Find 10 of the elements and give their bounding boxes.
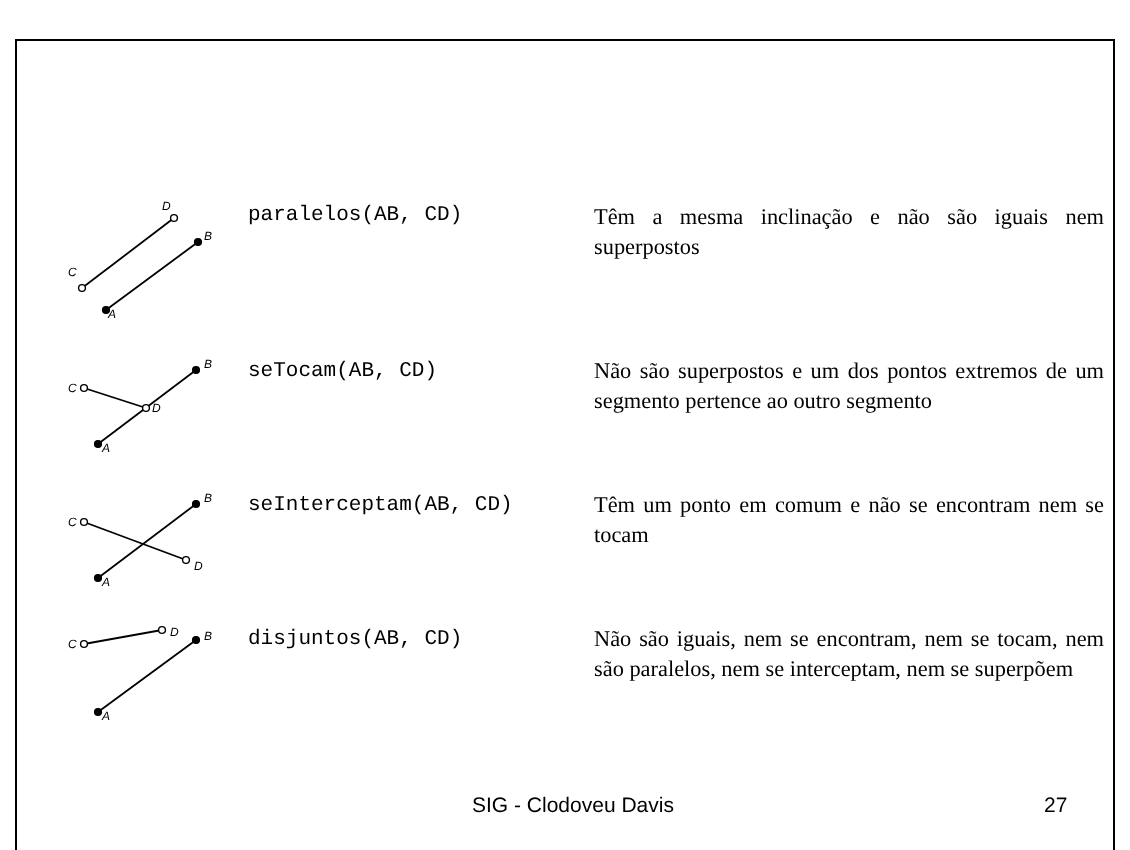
description-text: Não são iguais, nem se encontram, nem se tocam, nem são paralelos, nem se interceptam, nem se superpõem bbox=[594, 626, 1104, 684]
function-name: disjuntos(AB, CD) bbox=[248, 628, 463, 652]
description-text: Não são superpostos e um dos pontos extremos de um segmento pertence ao outro segmento bbox=[594, 358, 1104, 416]
description-text: Têm a mesma inclinação e não são iguais nem superpostos bbox=[594, 204, 1104, 262]
footer-text: SIG - Clodoveu Davis bbox=[472, 794, 674, 818]
function-name: paralelos(AB, CD) bbox=[248, 204, 463, 228]
page-number: 27 bbox=[1044, 794, 1068, 818]
description-text: Têm um ponto em comum e não se encontram nem se tocam bbox=[594, 492, 1104, 550]
function-name: seTocam(AB, CD) bbox=[248, 360, 438, 384]
function-name: seInterceptam(AB, CD) bbox=[248, 494, 513, 518]
